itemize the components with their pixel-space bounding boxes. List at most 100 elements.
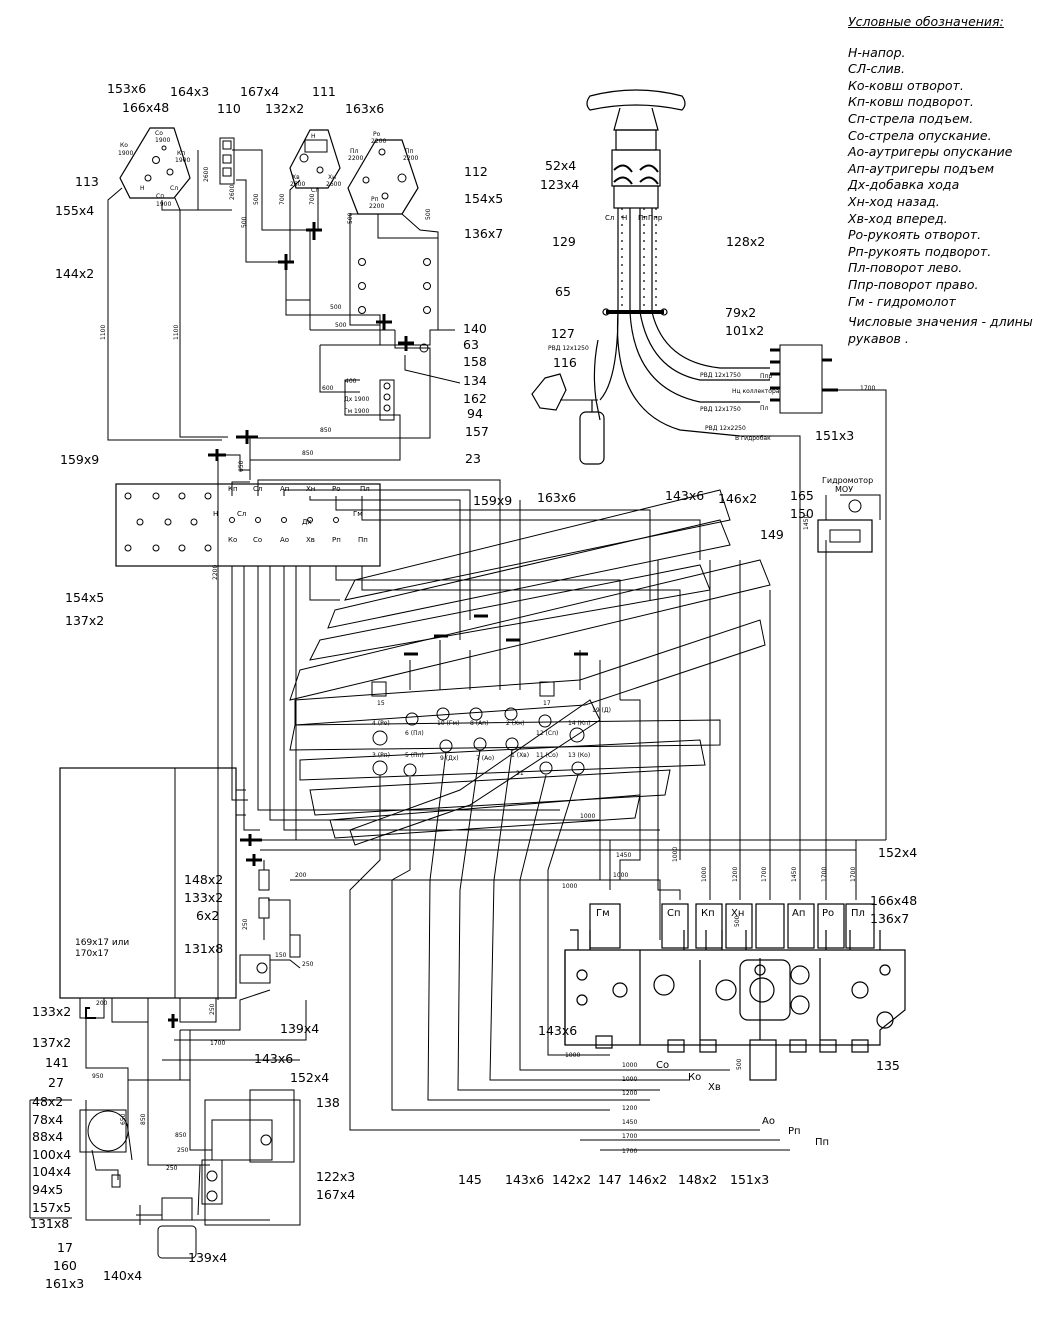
hose-length-label: 200 <box>96 1000 108 1007</box>
valve-port-label: 5 (Пп) <box>405 752 424 759</box>
hose-length-label: 500 <box>736 1058 743 1070</box>
callout-label: 52х4 <box>545 158 576 173</box>
legend-note: Числовые значения - длины <box>848 314 1033 330</box>
collector-block <box>779 344 823 414</box>
block-label: Дх <box>344 396 353 403</box>
joystick-labels: Ко Кп Со Сп Н Сл 1900 1900 1900 1900 Ро … <box>118 130 418 210</box>
callout-label: 137х2 <box>32 1035 71 1050</box>
callout-label: 131х8 <box>30 1216 69 1231</box>
steering-labels: Сл Н Пл Ппр <box>605 214 663 222</box>
joystick-port-label: Ро <box>373 131 381 138</box>
callout-label: 157 <box>465 424 489 439</box>
hose-length-label: 1000 <box>562 883 577 890</box>
callout-label: 94 <box>467 406 483 421</box>
callout-label: 144х2 <box>55 266 94 281</box>
callout-label: 6х2 <box>196 908 219 923</box>
callout-label: 147 <box>598 1172 622 1187</box>
hose-length-label: 700 <box>279 193 286 205</box>
hose-length-label: 2600 <box>203 167 210 182</box>
valve-bottom-label: Ко <box>688 1072 701 1083</box>
valve-port-label: 11 (Со) <box>536 752 558 759</box>
hose-length-label: 2600 <box>229 185 236 200</box>
hose-length-label: 500 <box>347 212 354 224</box>
joystick-length: 2200 <box>369 203 384 210</box>
parts-list-item: 88х4 <box>32 1129 63 1144</box>
valve-port-label: 14 (Кп) <box>568 720 590 727</box>
hose-length-label: 1700 <box>761 867 768 882</box>
valve-bottom-label: Со <box>656 1060 669 1071</box>
callout-label: 151х3 <box>815 428 854 443</box>
legend-item: Хн-ход назад. <box>848 193 940 209</box>
callout-label: 111 <box>312 84 336 99</box>
callout-label: 136х7 <box>870 911 909 926</box>
valve-port-label: 8 (Ап) <box>470 720 488 727</box>
valve-port-label: 1 (Хв) <box>511 752 529 759</box>
joystick-length: 2200 <box>371 138 386 145</box>
callout-label: 165 <box>790 488 814 503</box>
callout-label: 148х2 <box>184 872 223 887</box>
hose-length-label: 500 <box>330 304 342 311</box>
manifold-labels: Кп Сл Ап Хн Ро Пл Н Сл Дх Гм Ко Со Ао Хв… <box>213 485 370 544</box>
callout-label: 140х4 <box>103 1268 142 1283</box>
hose-length-label: 600 <box>322 385 334 392</box>
hose-length-label: 150 <box>275 952 287 959</box>
hose-length-label: 1700 <box>622 1148 637 1155</box>
hose-length-label: 500 <box>253 193 260 205</box>
parts-list-item: 104х4 <box>32 1164 71 1179</box>
legend-item: Ао-аутригеры опускание <box>848 144 1013 160</box>
manifold-port-label: Ко <box>228 536 237 544</box>
hose-length-label: 1000 <box>672 847 679 862</box>
legend-title: Условные обозначения: <box>848 14 1004 29</box>
joystick-port-label: Ко <box>120 142 128 149</box>
callout-label: 138 <box>316 1095 340 1110</box>
callout-label: 149 <box>760 527 784 542</box>
valve-bottom-label: Ао <box>762 1116 775 1127</box>
joystick-length: 1900 <box>175 157 190 164</box>
hose-length-label: 1700 <box>821 867 828 882</box>
joystick-port-label: Сл <box>170 185 178 192</box>
hose-length-label: 1700 <box>850 867 857 882</box>
mounting-plate-dots <box>358 258 431 314</box>
callout-label: 158 <box>463 354 487 369</box>
legend-item: Пл-поворот лево. <box>848 260 963 276</box>
legend-item: Хв-ход вперед. <box>848 210 948 226</box>
joystick-port-label: Кп <box>177 150 185 157</box>
joystick-middle-outline <box>289 129 341 189</box>
callout-label: 134 <box>463 373 487 388</box>
callout-label: 161х3 <box>45 1276 84 1291</box>
callout-label: 154х5 <box>464 191 503 206</box>
steering-port-label: Н <box>622 214 627 222</box>
callout-label: 143х6 <box>538 1023 577 1038</box>
hose-length-label: 250 <box>302 961 314 968</box>
joystick-length: 1900 <box>156 201 171 208</box>
steering-column <box>579 89 770 465</box>
hose-length-label: 200 <box>295 872 307 879</box>
valve-label: Кп <box>701 908 715 919</box>
hose-length-label: 1450 <box>622 1119 637 1126</box>
hose-length-label: 1450 <box>791 867 798 882</box>
callout-label: 131х8 <box>184 941 223 956</box>
valve-label: Сп <box>667 908 681 919</box>
joystick-port-label: Сл <box>311 187 319 194</box>
valve-top-plane <box>344 489 731 601</box>
callout-label: 127 <box>551 326 575 341</box>
hose-target: Нц коллектора <box>732 388 780 395</box>
motor-mou <box>817 519 873 553</box>
hose-length-label: 1000 <box>565 1052 580 1059</box>
hose-length-label: 700 <box>309 193 316 205</box>
hose-length-label: 500 <box>241 216 248 228</box>
legend-item: Сп-стрела подъем. <box>848 110 974 126</box>
callout-label: 65 <box>555 284 571 299</box>
valve-label: Хн <box>731 908 744 919</box>
valve-bottom-label: Рп <box>788 1126 801 1137</box>
hose-length-label: 1000 <box>701 867 708 882</box>
callout-label: 154х5 <box>65 590 104 605</box>
callout-label: 123х4 <box>540 177 579 192</box>
callout-label: 79х2 <box>725 305 756 320</box>
valve-label: Гм <box>596 908 610 919</box>
hose-length-label: 1100 <box>173 325 180 340</box>
callout-label: 167х4 <box>316 1187 355 1202</box>
valve-port-label: 13 (Ко) <box>568 752 590 759</box>
valve-port-label: 7 (Ао) <box>476 755 494 762</box>
valve-port-label: 17 <box>543 700 551 707</box>
